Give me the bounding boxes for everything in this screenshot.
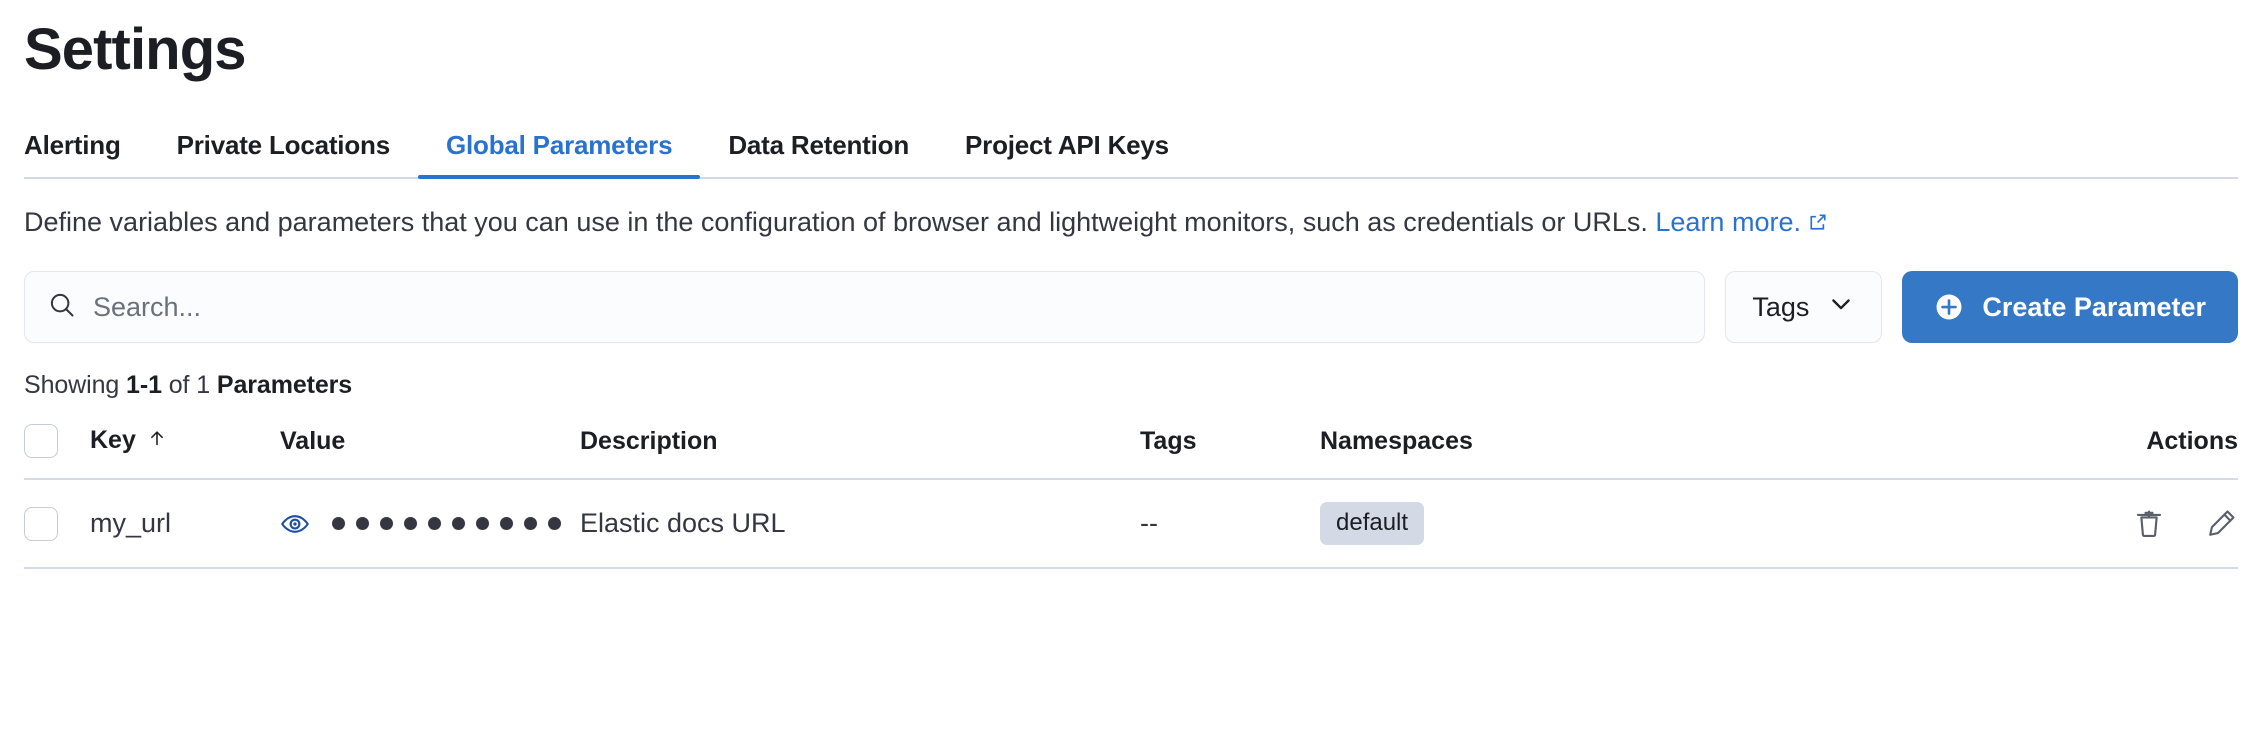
row-checkbox[interactable] — [24, 506, 58, 541]
select-all-checkbox[interactable] — [24, 424, 58, 459]
create-parameter-label: Create Parameter — [1982, 291, 2206, 322]
column-key-label: Key — [90, 426, 136, 455]
results-count: Showing 1-1 of 1 Parameters — [24, 371, 2238, 400]
showing-entity: Parameters — [216, 371, 353, 400]
showing-range: 1-1 — [126, 371, 162, 400]
column-actions-label: Actions — [2146, 426, 2238, 455]
parameters-table: Key Value Description Tags Namespaces Ac… — [24, 416, 2238, 570]
row-select-cell — [24, 479, 90, 570]
value-dot — [404, 517, 417, 531]
create-parameter-button[interactable]: Create Parameter — [1902, 271, 2238, 344]
showing-prefix: Showing — [24, 371, 127, 400]
tab-project-api-keys[interactable]: Project API Keys — [965, 129, 1169, 160]
external-link-icon — [1807, 207, 1829, 242]
edit-icon[interactable] — [2204, 507, 2238, 541]
arrow-up-icon — [146, 427, 168, 456]
table-body: my_url Elastic docs URL — [24, 479, 2238, 570]
search-box[interactable] — [24, 271, 1706, 344]
showing-middle: of 1 — [161, 371, 217, 400]
table-header-row: Key Value Description Tags Namespaces Ac… — [24, 416, 2238, 481]
tab-alerting[interactable]: Alerting — [24, 129, 121, 160]
row-actions — [2058, 507, 2238, 541]
value-dot — [428, 517, 441, 531]
row-description-cell: Elastic docs URL — [580, 479, 1140, 570]
column-description-label: Description — [580, 426, 718, 455]
row-key-cell: my_url — [90, 479, 280, 570]
description-text: Define variables and parameters that you… — [24, 206, 1648, 237]
learn-more-label: Learn more. — [1655, 206, 1801, 237]
value-dot — [332, 517, 345, 531]
row-namespaces-cell: default — [1320, 479, 2058, 570]
value-dots — [332, 517, 561, 531]
learn-more-link[interactable]: Learn more. — [1655, 207, 1829, 237]
tab-private-locations[interactable]: Private Locations — [176, 129, 391, 160]
column-namespaces-label: Namespaces — [1320, 426, 1473, 455]
tab-global-parameters[interactable]: Global Parameters — [417, 130, 701, 179]
tab-data-retention[interactable]: Data Retention — [728, 129, 910, 160]
tags-filter-button[interactable]: Tags — [1725, 271, 1883, 344]
column-key[interactable]: Key — [90, 416, 280, 481]
page-description: Define variables and parameters that you… — [24, 205, 2238, 242]
column-value: Value — [280, 416, 580, 481]
value-dot — [500, 517, 513, 531]
table-row: my_url Elastic docs URL — [24, 479, 2238, 570]
column-description: Description — [580, 416, 1140, 481]
row-value-cell — [280, 479, 580, 570]
page-title: Settings — [24, 17, 247, 82]
column-value-label: Value — [280, 426, 346, 455]
namespace-badge: default — [1320, 502, 1425, 546]
value-dot — [356, 517, 369, 531]
value-dot — [548, 517, 561, 531]
chevron-down-icon — [1827, 290, 1855, 325]
value-dot — [380, 517, 393, 531]
column-select-all — [24, 416, 90, 481]
value-dot — [452, 517, 465, 531]
value-dot — [524, 517, 537, 531]
row-actions-cell — [2058, 479, 2238, 570]
value-dot — [476, 517, 489, 531]
column-tags: Tags — [1140, 416, 1320, 481]
plus-circle-icon — [1934, 292, 1964, 322]
controls-bar: Tags Create Parameter — [24, 271, 2238, 344]
column-tags-label: Tags — [1140, 426, 1197, 455]
tags-filter-label: Tags — [1752, 291, 1810, 322]
column-namespaces: Namespaces — [1320, 416, 2058, 481]
search-icon — [47, 290, 77, 325]
delete-icon[interactable] — [2132, 507, 2166, 541]
search-input[interactable] — [93, 291, 1683, 323]
row-tags-cell: -- — [1140, 479, 1320, 570]
table-header: Key Value Description Tags Namespaces Ac… — [24, 416, 2238, 481]
eye-icon[interactable] — [280, 509, 310, 539]
column-actions: Actions — [2058, 416, 2238, 481]
masked-value — [280, 509, 580, 539]
settings-tabs: Alerting Private Locations Global Parame… — [24, 117, 2238, 179]
